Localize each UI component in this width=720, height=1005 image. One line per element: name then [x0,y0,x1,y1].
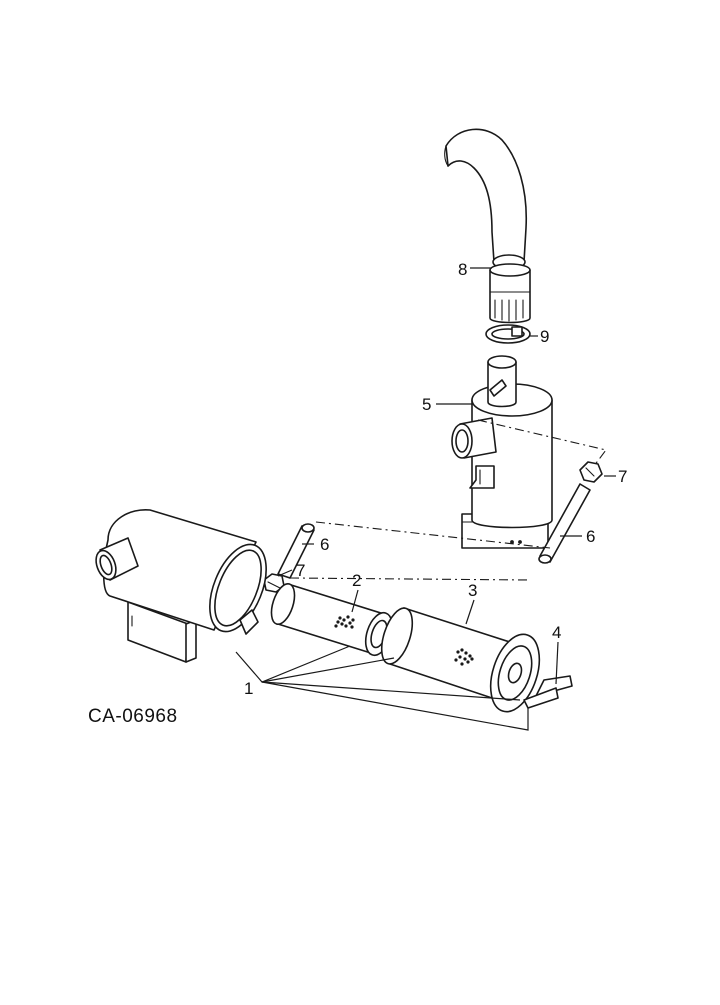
drawing-code: CA-06968 [88,706,178,727]
exhaust-pipe-adapter [489,263,531,324]
callout-4: 4 [552,623,561,642]
muffler [451,355,553,549]
air-cleaner-housing [95,509,267,663]
exhaust-pipe-elbow [444,128,528,270]
callout-7-right: 7 [618,467,627,486]
end-bracket [523,675,573,709]
callout-2: 2 [352,571,361,590]
callout-7-left: 7 [296,561,305,580]
leader-lines [235,267,616,731]
callout-6-left: 6 [320,535,329,554]
callout-3: 3 [468,581,477,600]
assembly-lines [289,419,607,581]
callout-1: 1 [244,679,253,698]
hose-cap-right [579,461,603,483]
tube-right [538,483,591,564]
callout-9: 9 [540,327,549,346]
callouts: 8 9 5 7 6 6 7 2 3 4 1 [244,260,627,698]
filter-media-mark-2 [334,615,355,629]
callout-6-right: 6 [586,527,595,546]
callout-5: 5 [422,395,431,414]
inner-filter-element [270,582,394,657]
filter-media-mark-3 [454,648,474,666]
callout-8: 8 [458,260,467,279]
outer-filter-element [380,607,541,713]
pipe-clamp [485,324,531,344]
